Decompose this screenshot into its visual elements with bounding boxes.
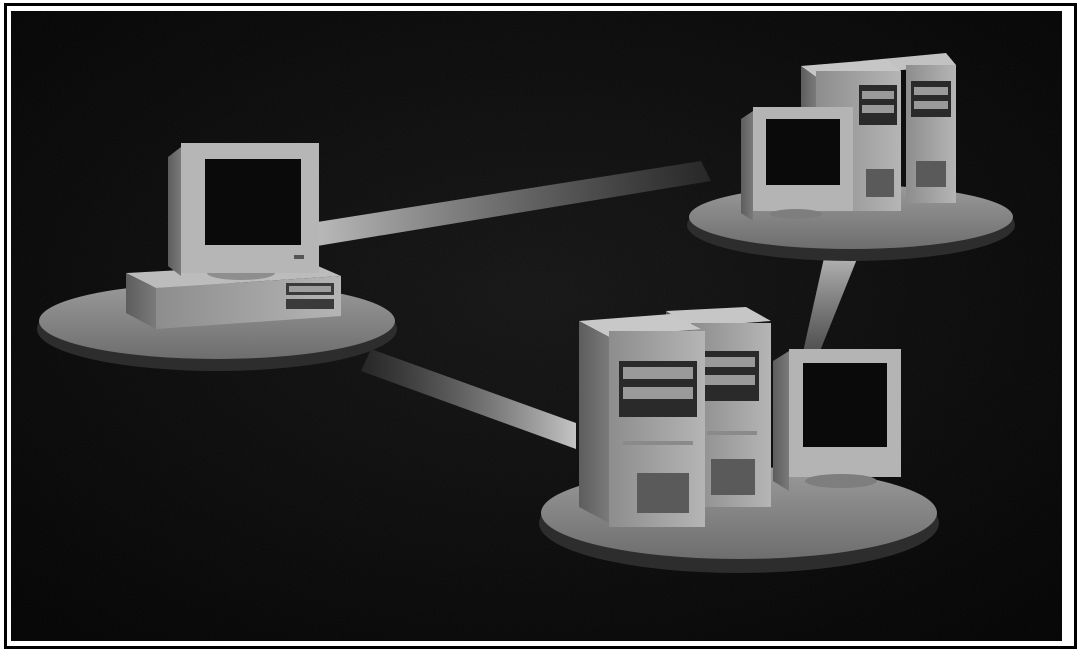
server-cluster-bottom-node: [539, 307, 939, 573]
link-beam-bottom: [361, 349, 576, 449]
link-beam-top: [311, 161, 711, 247]
workstation-node: [37, 143, 397, 371]
network-scene: [11, 11, 1062, 641]
server-cluster-top-node: [687, 53, 1015, 261]
link-beam-vertical: [801, 249, 861, 361]
network-illustration: [11, 11, 1062, 641]
